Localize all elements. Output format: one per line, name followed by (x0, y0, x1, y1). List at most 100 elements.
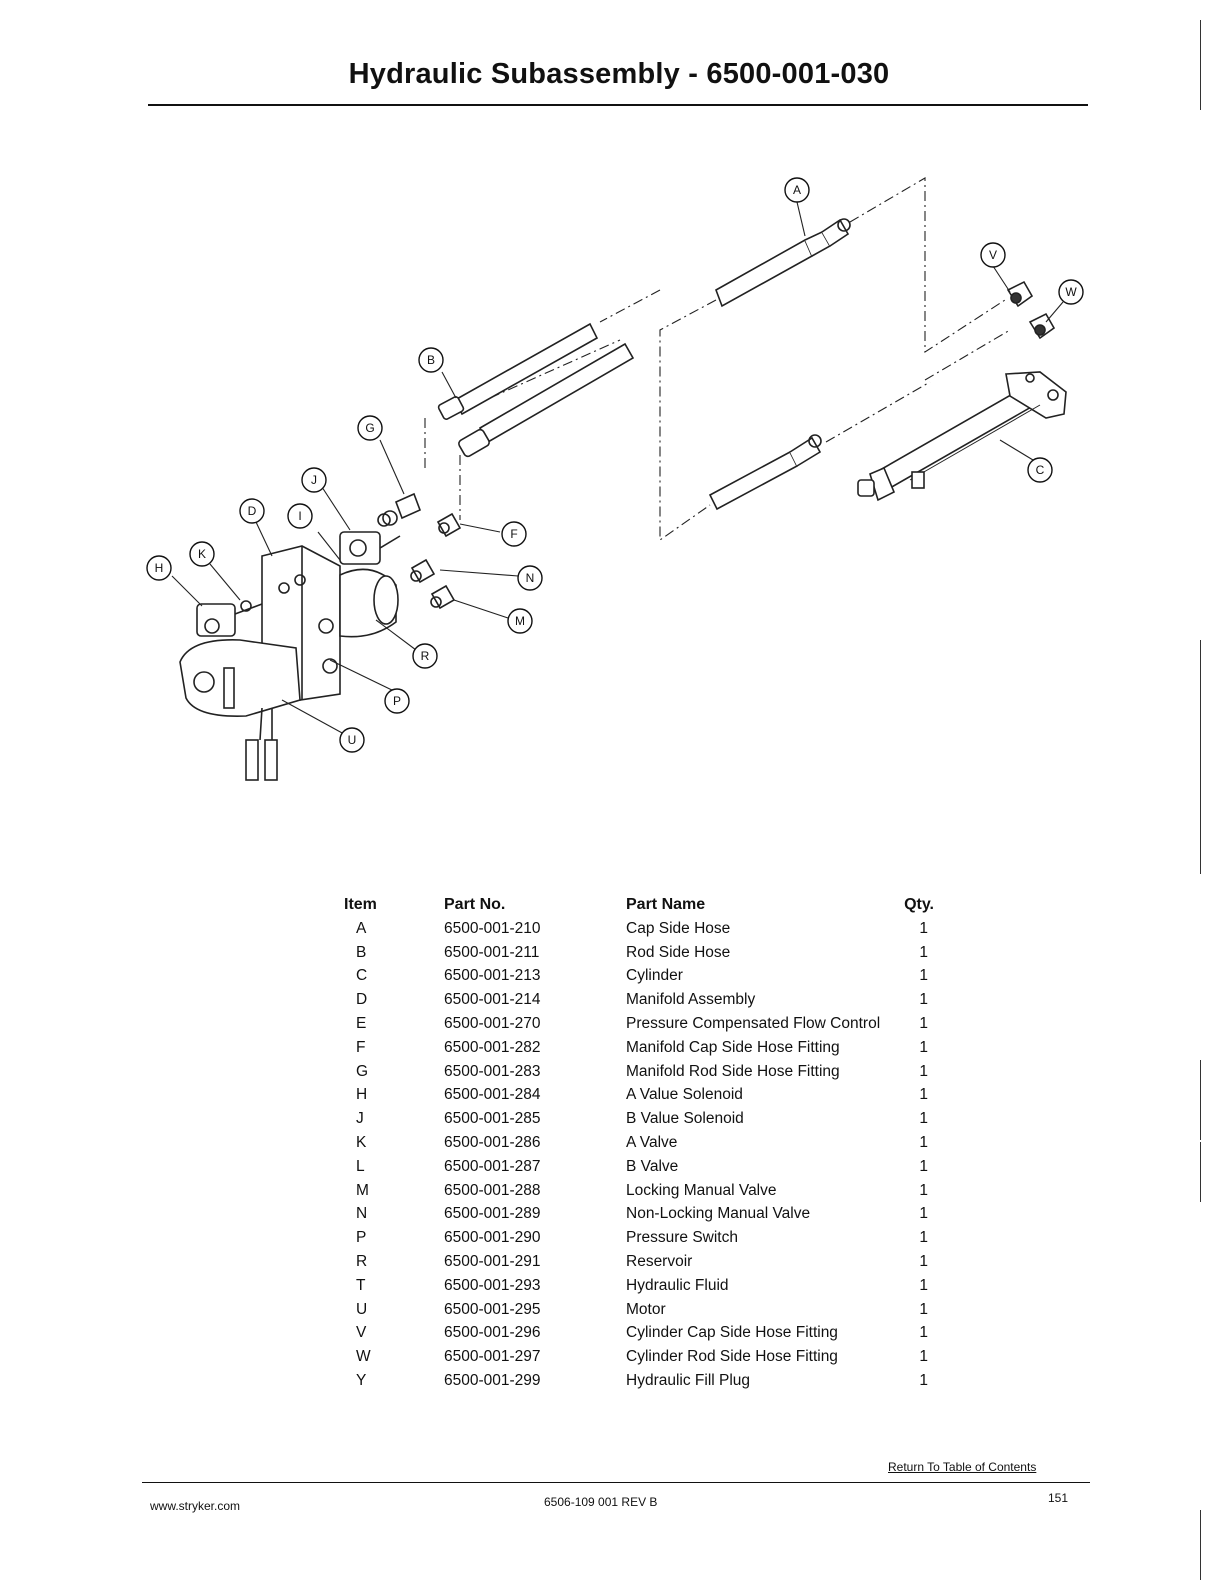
callout-label-d: D (248, 504, 257, 518)
item-cell: G (356, 1062, 369, 1080)
part-name-cell: Pressure Switch (626, 1229, 738, 1247)
qty-cell: 1 (919, 1133, 928, 1151)
part-no-cell: 6500-001-286 (444, 1133, 541, 1151)
part-no-cell: 6500-001-284 (444, 1086, 541, 1104)
title-divider (148, 104, 1088, 106)
item-cell: M (356, 1181, 369, 1199)
part-name-cell: Motor (626, 1300, 666, 1318)
column-header-part-name: Part Name (626, 896, 706, 913)
callout-p (384, 688, 410, 714)
item-cell: Y (356, 1371, 367, 1389)
callout-w (1058, 279, 1084, 305)
item-cell: N (356, 1205, 368, 1223)
part-name-cell: A Value Solenoid (626, 1086, 743, 1104)
part-no-cell: 6500-001-297 (444, 1348, 541, 1366)
item-cell: W (356, 1348, 371, 1366)
callout-a (784, 177, 810, 203)
item-cell: C (356, 967, 368, 985)
item-cell: K (356, 1133, 367, 1151)
item-cell: R (356, 1252, 368, 1270)
footer-page-number: 151 (1048, 1491, 1069, 1505)
part-no-cell: 6500-001-288 (444, 1181, 541, 1199)
callout-j (301, 467, 327, 493)
part-name-cell: Manifold Assembly (626, 991, 756, 1009)
part-no-cell: 6500-001-282 (444, 1038, 541, 1056)
part-name-cell: Cylinder Rod Side Hose Fitting (626, 1348, 838, 1366)
part-no-cell: 6500-001-214 (444, 991, 541, 1009)
footer-doc-number: 6506-109 001 REV B (544, 1495, 658, 1509)
part-name-cell: Hydraulic Fluid (626, 1276, 729, 1294)
part-no-cell: 6500-001-287 (444, 1157, 541, 1175)
item-cell: T (356, 1276, 366, 1294)
table-row: W 6500-001-297 Cylinder Rod Side Hose Fitt… (336, 1348, 956, 1372)
item-cell: L (356, 1157, 365, 1175)
callout-i (287, 503, 313, 529)
callout-label-p: P (393, 694, 401, 708)
table-row: L 6500-001-287 B Valve 1 (336, 1158, 956, 1182)
callout-r (412, 643, 438, 669)
part-no-cell: 6500-001-270 (444, 1014, 541, 1032)
callout-u (339, 727, 365, 753)
qty-cell: 1 (919, 919, 928, 937)
qty-cell: 1 (919, 1110, 928, 1128)
qty-cell: 1 (919, 991, 928, 1009)
qty-cell: 1 (919, 1205, 928, 1223)
qty-cell: 1 (919, 1252, 928, 1270)
qty-cell: 1 (919, 943, 928, 961)
part-no-cell: 6500-001-283 (444, 1062, 541, 1080)
part-name-cell: Cylinder (626, 967, 683, 985)
callout-d (239, 498, 265, 524)
qty-cell: 1 (919, 1157, 928, 1175)
column-header-part-no: Part No. (444, 896, 506, 913)
item-cell: A (356, 919, 367, 937)
callout-label-u: U (348, 733, 357, 747)
callout-label-c: C (1036, 463, 1045, 477)
qty-cell: 1 (919, 1062, 928, 1080)
callout-label-b: B (427, 353, 435, 367)
item-cell: B (356, 943, 367, 961)
callout-k (189, 541, 215, 567)
qty-cell: 1 (919, 1086, 928, 1104)
part-no-cell: 6500-001-211 (444, 943, 540, 961)
part-no-cell: 6500-001-291 (444, 1252, 541, 1270)
qty-cell: 1 (919, 967, 928, 985)
qty-cell: 1 (919, 1300, 928, 1318)
table-row: U 6500-001-295 Motor 1 (336, 1301, 956, 1325)
part-name-cell: Manifold Cap Side Hose Fitting (626, 1038, 840, 1056)
callout-b (418, 347, 444, 373)
callout-f (501, 521, 527, 547)
item-cell: P (356, 1229, 367, 1247)
callout-g (357, 415, 383, 441)
return-to-contents-link[interactable]: Return To Table of Contents (888, 1460, 1037, 1474)
page-title: Hydraulic Subassembly - 6500-001-030 (348, 58, 890, 90)
part-no-cell: 6500-001-293 (444, 1276, 541, 1294)
part-name-cell: B Valve (626, 1157, 679, 1175)
callout-h (146, 555, 172, 581)
item-cell: V (356, 1324, 367, 1342)
callout-label-r: R (421, 649, 430, 663)
part-no-cell: 6500-001-299 (444, 1371, 541, 1389)
item-cell: U (356, 1300, 368, 1318)
part-name-cell: B Value Solenoid (626, 1110, 744, 1128)
qty-cell: 1 (919, 1014, 928, 1032)
part-name-cell: Pressure Compensated Flow Control (626, 1014, 881, 1032)
callout-v (980, 242, 1006, 268)
part-no-cell: 6500-001-290 (444, 1229, 541, 1247)
table-row: F 6500-001-282 Manifold Cap Side Hose Fitt… (336, 1039, 956, 1063)
item-cell: D (356, 991, 368, 1009)
column-header-qty: Qty. (904, 896, 934, 913)
callout-label-k: K (198, 547, 206, 561)
part-no-cell: 6500-001-295 (444, 1300, 541, 1318)
item-cell: F (356, 1038, 366, 1056)
callout-m (507, 608, 533, 634)
